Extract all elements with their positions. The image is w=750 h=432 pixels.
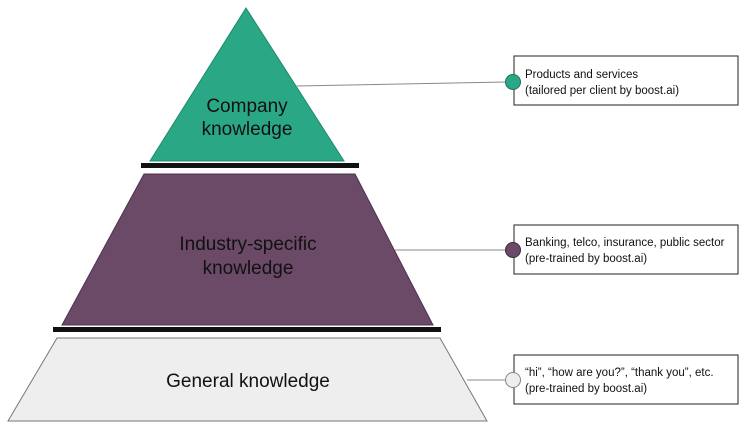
industry-callout-dot <box>505 242 521 258</box>
company-tier-label-line2: knowledge <box>202 119 293 140</box>
general-callout-line1: “hi”, “how are you?”, “thank you”, etc. <box>525 367 714 379</box>
company-callout-dot <box>505 74 521 90</box>
company-knowledge-tier <box>149 7 345 162</box>
industry-callout-box <box>513 224 739 275</box>
industry-callout-line1: Banking, telco, insurance, public sector <box>525 237 725 249</box>
tier-divider-top <box>141 163 359 168</box>
industry-tier-label-line2: knowledge <box>203 258 294 279</box>
general-callout-box <box>513 354 739 405</box>
industry-knowledge-tier <box>61 173 434 326</box>
industry-callout-line2: (pre-trained by boost.ai) <box>525 253 647 265</box>
general-callout-dot <box>505 372 521 388</box>
general-callout-line2: (pre-trained by boost.ai) <box>525 383 647 395</box>
company-tier-label-line1: Company <box>206 96 288 117</box>
general-tier-label: General knowledge <box>166 371 330 392</box>
tier-divider-bottom <box>53 327 441 332</box>
general-knowledge-tier <box>7 337 488 422</box>
industry-tier-label-line1: Industry-specific <box>179 234 316 255</box>
company-callout-line2: (tailored per client by boost.ai) <box>525 85 679 97</box>
company-callout-line1: Products and services <box>525 69 638 81</box>
company-connector-line <box>296 81 507 87</box>
